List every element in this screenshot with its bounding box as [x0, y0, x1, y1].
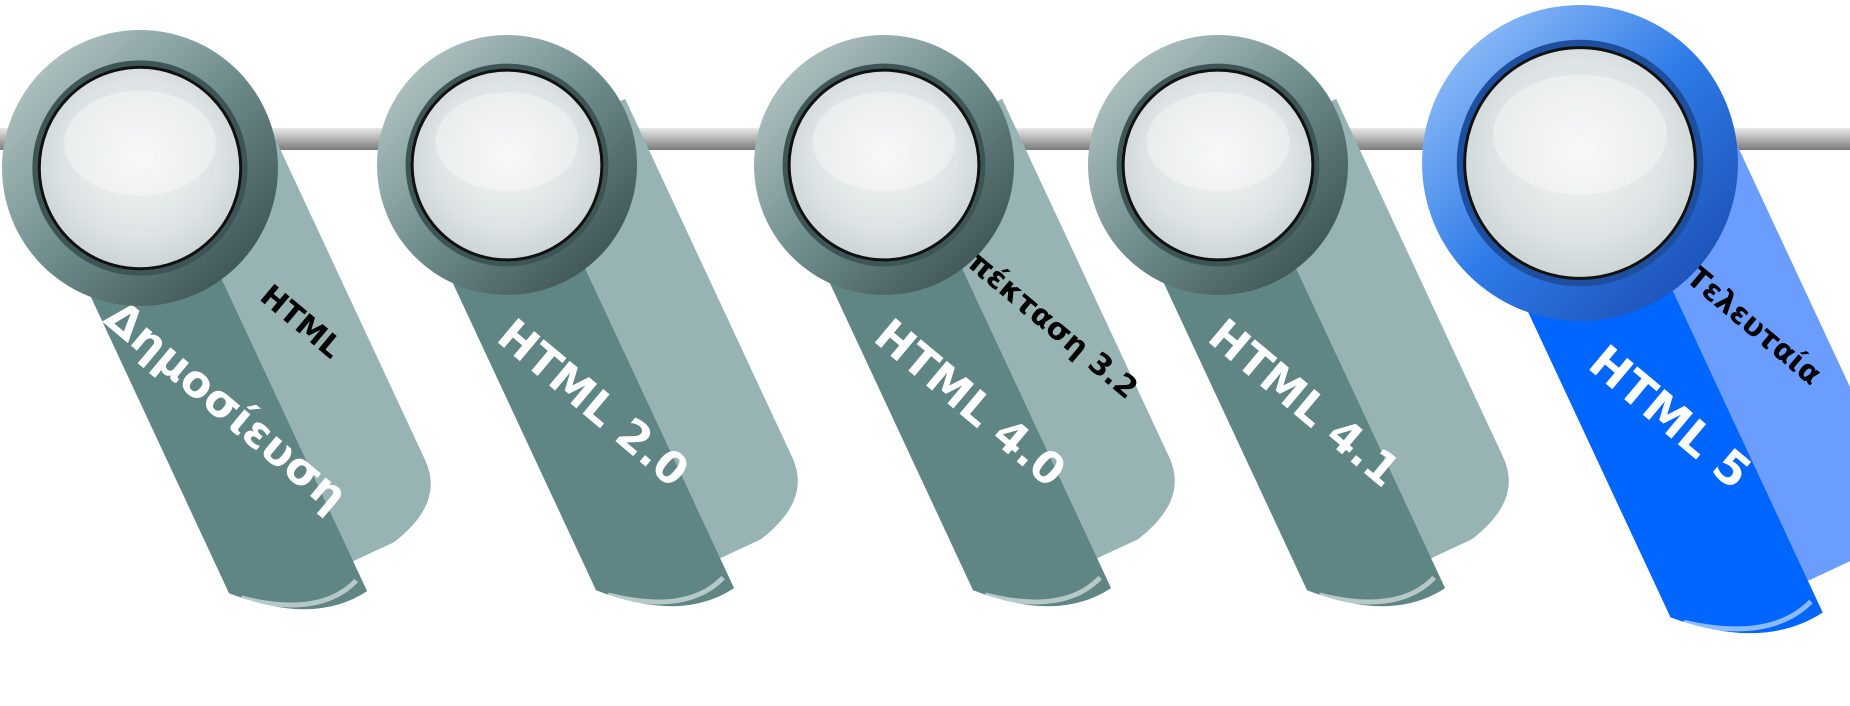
lens-shine [1147, 92, 1290, 191]
lens-shine [813, 92, 956, 191]
lens-shine [436, 92, 579, 191]
lens-shine [1493, 75, 1667, 195]
lens-shine [64, 91, 216, 196]
